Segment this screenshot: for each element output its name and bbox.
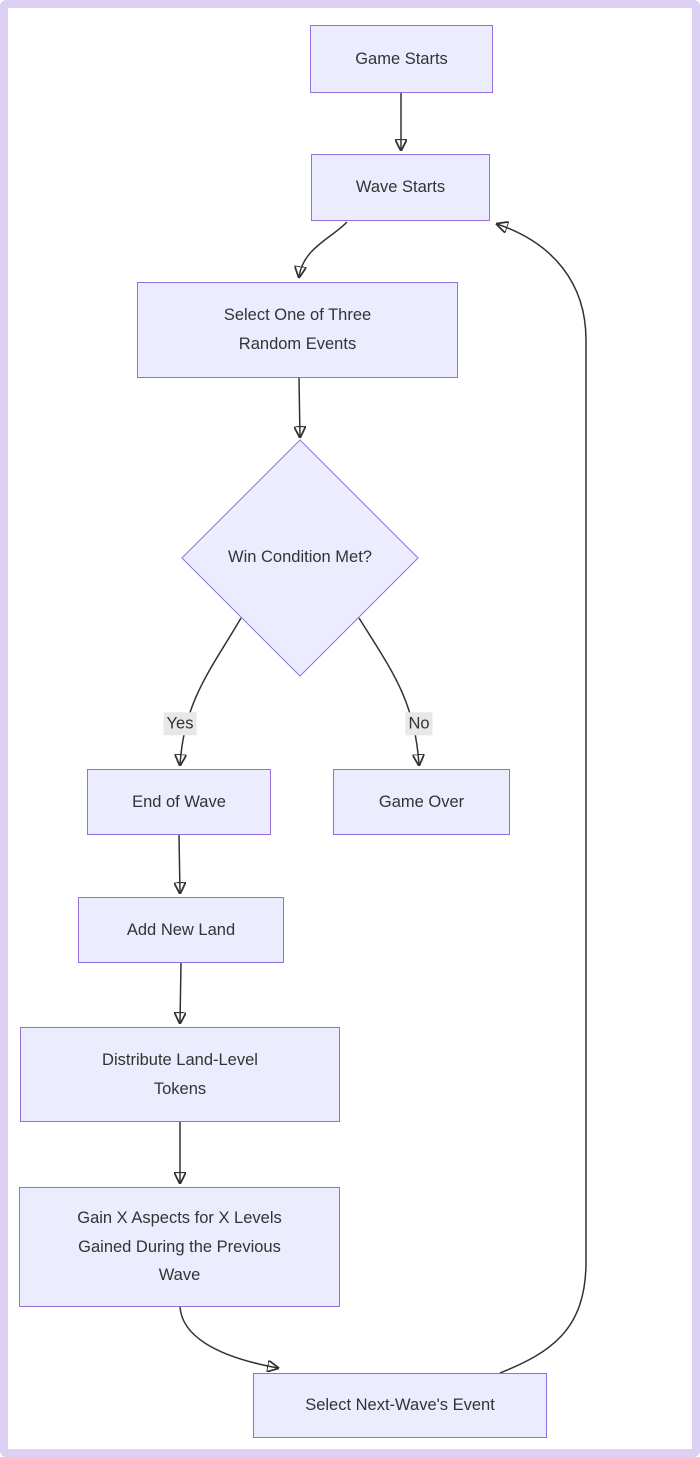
edge-win-condition-to-game-over bbox=[358, 617, 419, 765]
edge-add-new-land-to-distribute bbox=[180, 962, 181, 1023]
edge-label-no: No bbox=[405, 712, 433, 736]
node-end-of-wave-label: End of Wave bbox=[132, 792, 226, 811]
edge-gain-aspects-to-select-next bbox=[179, 1306, 278, 1368]
node-game-over: Game Over bbox=[333, 769, 510, 835]
node-add-new-land-label: Add New Land bbox=[126, 920, 236, 939]
node-wave-starts: Wave Starts bbox=[311, 154, 490, 221]
node-select-next-wave-event-label: Select Next-Wave's Event bbox=[305, 1396, 495, 1415]
node-wave-starts-label: Wave Starts bbox=[355, 178, 446, 197]
node-select-random-event-label: Select One of Three Random Events bbox=[223, 306, 372, 353]
node-select-random-event: Select One of Three Random Events bbox=[137, 282, 458, 378]
node-select-next-wave-event: Select Next-Wave's Event bbox=[253, 1373, 547, 1438]
node-game-over-label: Game Over bbox=[378, 792, 465, 811]
edge-win-condition-to-end-of-wave bbox=[180, 617, 242, 765]
node-end-of-wave: End of Wave bbox=[87, 769, 271, 835]
node-gain-aspects: Gain X Aspects for X Levels Gained Durin… bbox=[19, 1187, 340, 1307]
node-distribute-tokens-label: Distribute Land-Level Tokens bbox=[102, 1050, 258, 1098]
edge-end-of-wave-to-add-new-land bbox=[179, 834, 180, 893]
node-game-starts-label: Game Starts bbox=[355, 49, 448, 68]
node-win-condition-label: Win Condition Met? bbox=[228, 548, 372, 566]
node-gain-aspects-label: Gain X Aspects for X Levels Gained Durin… bbox=[77, 1208, 282, 1285]
node-game-starts: Game Starts bbox=[310, 25, 493, 93]
edge-label-yes: Yes bbox=[163, 712, 197, 736]
edge-select-next-to-wave-starts-loop bbox=[497, 224, 587, 1374]
edge-wave-starts-to-select-event bbox=[299, 221, 348, 277]
edge-select-event-to-win-condition bbox=[299, 377, 300, 437]
node-add-new-land: Add New Land bbox=[78, 897, 284, 963]
node-distribute-tokens: Distribute Land-Level Tokens bbox=[20, 1027, 340, 1122]
